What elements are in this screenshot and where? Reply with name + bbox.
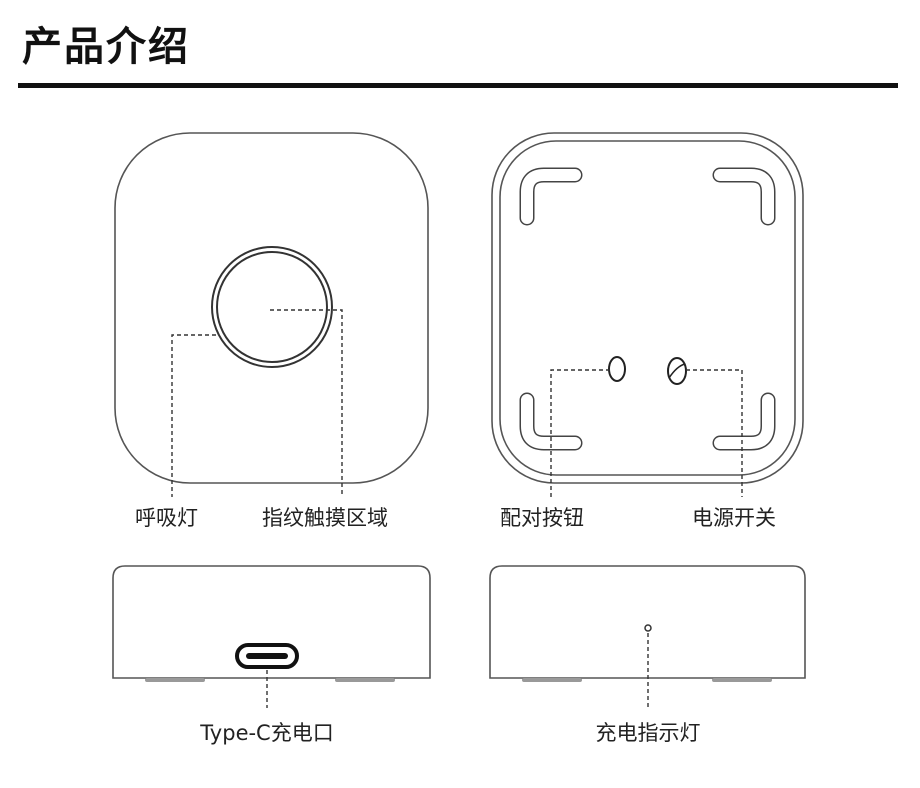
label-breathing-light: 呼吸灯 [135, 506, 198, 530]
fingerprint-sensor-inner [216, 251, 328, 363]
side-view-indicator: 充电指示灯 [489, 565, 806, 745]
fingerprint-sensor-outer [211, 246, 333, 368]
page-title: 产品介绍 [22, 24, 190, 70]
charge-indicator-light [644, 624, 652, 632]
power-switch [667, 357, 687, 385]
back-view: 配对按钮 电源开关 [491, 132, 804, 530]
mounting-slots [519, 167, 776, 451]
title-divider [18, 83, 898, 88]
label-fingerprint-area: 指纹触摸区域 [262, 506, 388, 530]
label-charge-indicator: 充电指示灯 [596, 721, 701, 745]
front-view: 呼吸灯 指纹触摸区域 [114, 132, 429, 530]
side-view-typec: Type-C充电口 [112, 565, 431, 745]
typec-port [235, 643, 299, 669]
label-power-switch: 电源开关 [692, 506, 776, 530]
label-pairing-button: 配对按钮 [500, 506, 584, 530]
pairing-button [608, 356, 626, 382]
label-typec-port: Type-C充电口 [199, 721, 333, 745]
